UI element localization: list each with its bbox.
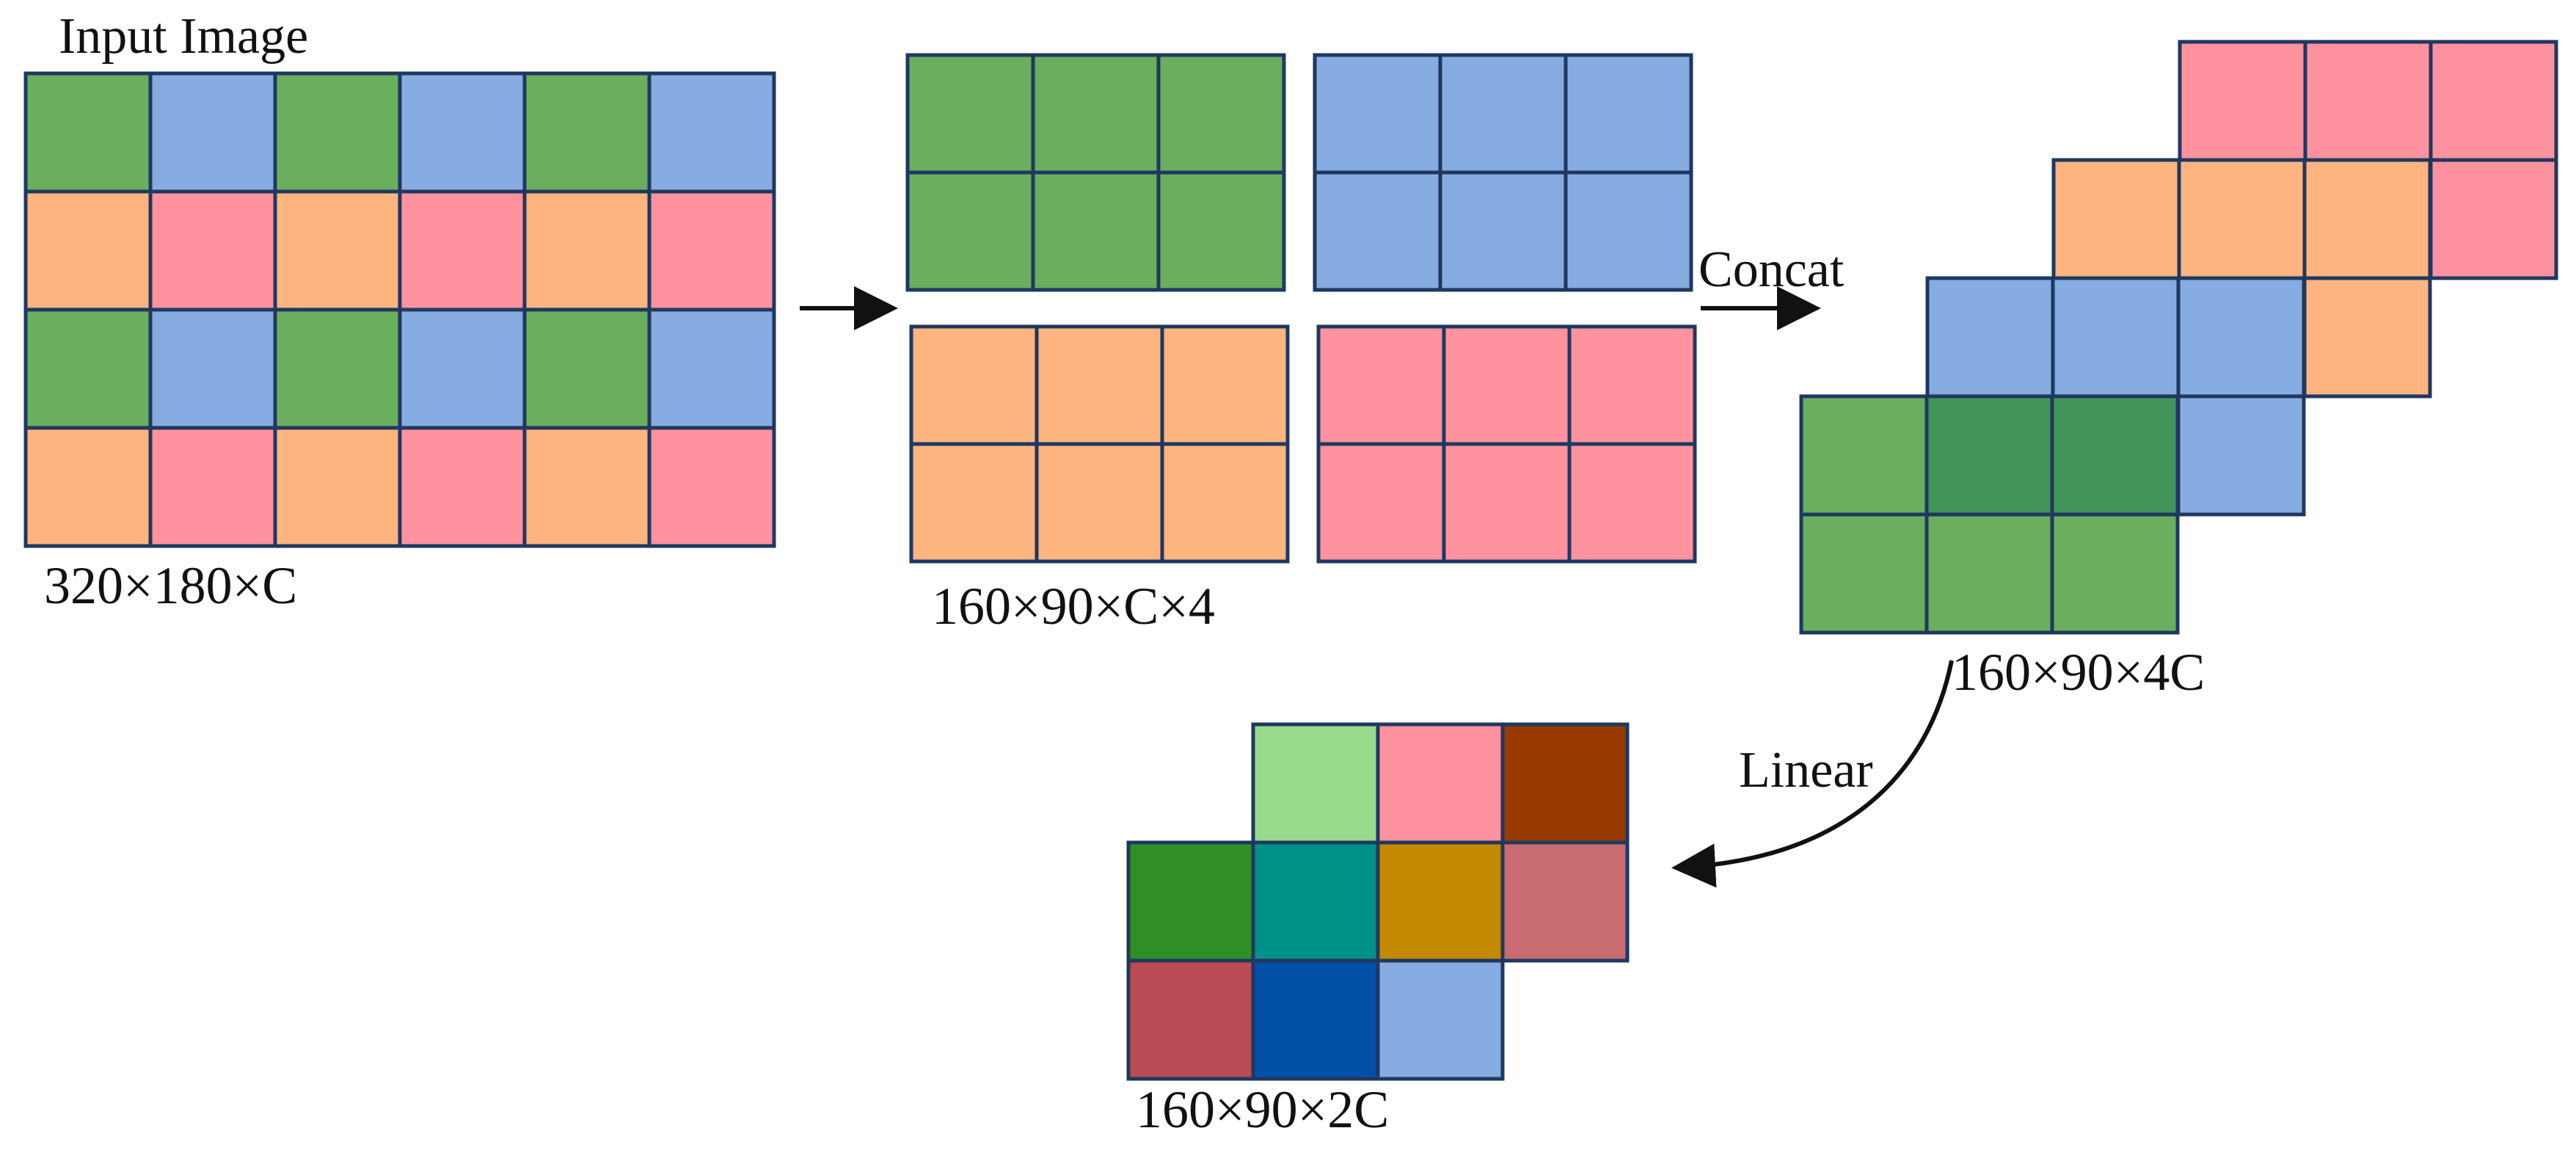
input-dims-label: 320×180×C xyxy=(44,556,297,615)
input-cell-pink xyxy=(398,189,527,312)
concat-cell-orange xyxy=(2302,276,2432,399)
input-image-label: Input Image xyxy=(59,8,308,65)
input-cell-green xyxy=(522,307,652,430)
output-cell xyxy=(1126,958,1255,1081)
split-cell-pink xyxy=(1567,324,1697,446)
split-cell-green xyxy=(905,170,1035,292)
split-cell-blue xyxy=(1313,53,1442,175)
split-cell-green xyxy=(1031,170,1161,292)
input-cell-pink xyxy=(398,426,527,548)
split-cell-blue xyxy=(1564,53,1693,175)
input-cell-green xyxy=(23,307,153,430)
split-dims-label: 160×90×C×4 xyxy=(932,577,1215,636)
input-cell-orange xyxy=(522,189,652,312)
input-cell-blue xyxy=(647,307,776,430)
linear-label: Linear xyxy=(1739,742,1873,798)
linear-arrow xyxy=(1671,660,1954,888)
concat-cell-blue xyxy=(2176,394,2306,517)
split-cell-orange xyxy=(1035,324,1164,446)
input-cell-pink xyxy=(647,426,776,548)
input-cell-pink xyxy=(148,426,277,548)
concat-cell-green xyxy=(1924,394,2054,517)
output-cell xyxy=(1376,840,1505,963)
concat-cell-blue xyxy=(1925,276,2055,399)
split-cell-green xyxy=(1156,170,1286,292)
split-cell-green xyxy=(1031,53,1161,175)
concat-dims-label: 160×90×4C xyxy=(1952,643,2205,702)
input-cell-blue xyxy=(398,307,527,430)
split-cell-pink xyxy=(1442,442,1572,564)
split-cell-green xyxy=(1156,53,1286,175)
input-cell-orange xyxy=(273,189,402,312)
output-cell xyxy=(1376,958,1505,1081)
split-cell-pink xyxy=(1442,324,1572,446)
input-cell-green xyxy=(273,71,402,194)
concat-cell-orange xyxy=(2051,158,2181,280)
input-cell-green xyxy=(23,71,153,194)
concat-cell-pink xyxy=(2178,40,2307,162)
concat-cell-pink xyxy=(2303,40,2433,162)
split-cell-blue xyxy=(1438,170,1568,292)
input-image-grid xyxy=(23,71,776,548)
input-cell-pink xyxy=(647,189,776,312)
concat-cell-orange xyxy=(2177,158,2307,280)
split-cell-blue xyxy=(1564,170,1693,292)
output-dims-label: 160×90×2C xyxy=(1136,1080,1389,1139)
output-cell xyxy=(1126,840,1255,963)
output-cell xyxy=(1251,722,1380,845)
concat-stack xyxy=(1799,40,2558,635)
concat-cell-orange xyxy=(2302,158,2432,280)
input-cell-orange xyxy=(23,189,153,312)
split-cell-orange xyxy=(909,324,1039,446)
input-cell-green xyxy=(522,71,652,194)
input-cell-orange xyxy=(273,426,402,548)
input-cell-blue xyxy=(398,71,527,194)
output-cell xyxy=(1500,840,1630,963)
input-cell-blue xyxy=(148,307,277,430)
concat-cell-blue xyxy=(2176,276,2306,399)
concat-cell-green xyxy=(2050,394,2180,517)
output-cell xyxy=(1251,958,1380,1081)
split-cell-green xyxy=(905,53,1035,175)
split-cell-orange xyxy=(1160,442,1290,564)
split-cell-pink xyxy=(1316,324,1446,446)
output-grid xyxy=(1126,722,1630,1081)
input-cell-blue xyxy=(148,71,277,194)
input-cell-blue xyxy=(647,71,776,194)
output-cell xyxy=(1500,722,1630,845)
split-cell-orange xyxy=(1160,324,1290,446)
split-cell-orange xyxy=(1035,442,1164,564)
split-cell-orange xyxy=(909,442,1039,564)
concat-cell-blue xyxy=(2051,276,2181,399)
concat-cell-green xyxy=(1924,512,2054,635)
concat-label: Concat xyxy=(1699,241,1845,298)
output-cell xyxy=(1251,840,1380,963)
concat-cell-green xyxy=(1799,512,1929,635)
input-cell-orange xyxy=(23,426,153,548)
concat-cell-pink xyxy=(2429,158,2558,280)
concat-cell-pink xyxy=(2429,40,2558,162)
split-cell-pink xyxy=(1316,442,1446,564)
input-cell-orange xyxy=(522,426,652,548)
concat-cell-green xyxy=(1799,394,1929,517)
split-blocks xyxy=(905,53,1697,564)
split-cell-blue xyxy=(1438,53,1568,175)
split-cell-pink xyxy=(1567,442,1697,564)
split-cell-blue xyxy=(1313,170,1442,292)
output-cell xyxy=(1376,722,1505,845)
concat-cell-green xyxy=(2050,512,2180,635)
input-cell-green xyxy=(273,307,402,430)
input-cell-pink xyxy=(148,189,277,312)
